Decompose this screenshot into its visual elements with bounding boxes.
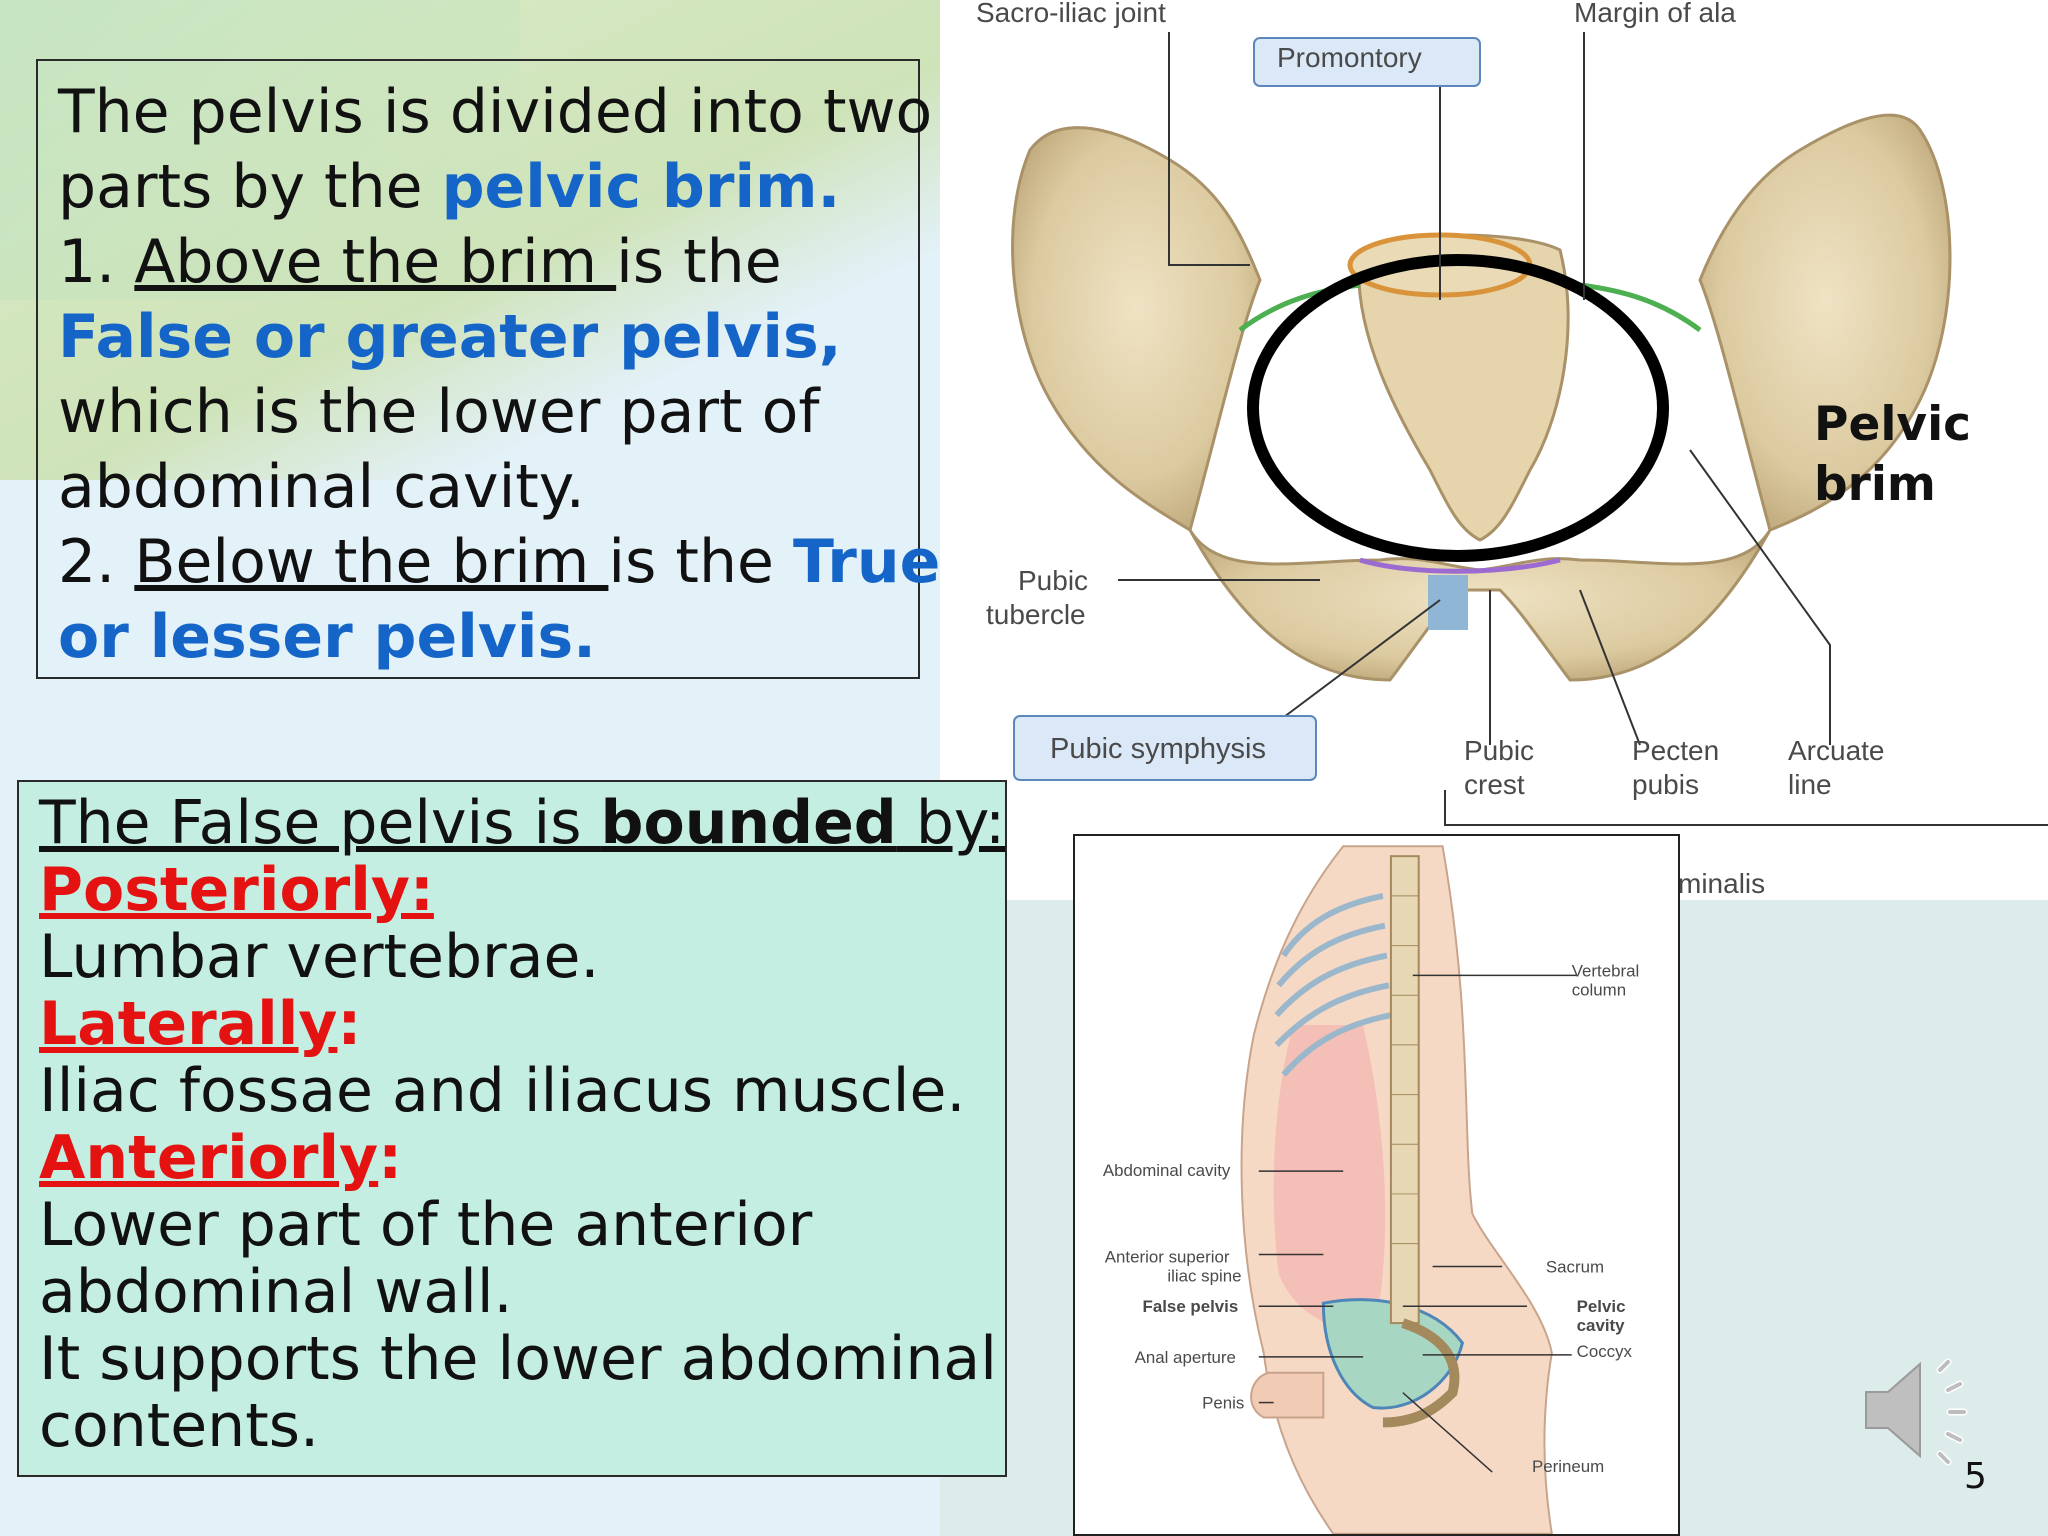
label-abdominal-cavity: Abdominal cavity	[1103, 1161, 1231, 1180]
label-vertebral-column: column	[1572, 980, 1626, 999]
text: by:	[896, 788, 1006, 858]
label-arcuate-line: Arcuate	[1788, 735, 1885, 766]
text: The False pelvis is	[39, 788, 601, 858]
text-line: 2. Below the brim is the True	[58, 525, 940, 600]
sacrum	[1382, 1318, 1460, 1428]
text-line: It supports the lower abdominal	[39, 1324, 997, 1394]
label-arcuate-line: line	[1788, 769, 1832, 800]
heading-anteriorly: Anteriorly	[39, 1123, 379, 1193]
label-pubic-crest: crest	[1464, 769, 1525, 800]
pelvic-brim-highlight-ellipse	[1247, 254, 1669, 562]
colon: :	[378, 1123, 403, 1193]
label-asis: iliac spine	[1167, 1266, 1241, 1285]
text-line: abdominal wall.	[39, 1257, 513, 1327]
highlight-pelvic-brim: pelvic brim.	[441, 152, 841, 222]
text-line: Iliac fossae and iliacus muscle.	[39, 1056, 966, 1126]
underlined-above-brim: Above the brim	[134, 227, 617, 297]
brim-line-purple	[1359, 557, 1561, 574]
text: 2.	[58, 527, 135, 597]
label-vertebral-column: Vertebral	[1572, 961, 1640, 980]
leader-lines	[1118, 32, 2048, 826]
label-pubic-tubercle: tubercle	[986, 599, 1086, 630]
text-line: The False pelvis is bounded by:	[39, 788, 1005, 858]
label-sacrum: Sacrum	[1546, 1257, 1604, 1276]
false-pelvis-bounds-textbox: The False pelvis is bounded by: Posterio…	[17, 780, 1007, 1477]
sagittal-trunk-illustration: Vertebral column Abdominal cavity Anteri…	[1073, 834, 1680, 1536]
pelvis-division-textbox: The pelvis is divided into two parts by …	[36, 59, 940, 679]
pelvis-illustration: Sacro-iliac joint Promontory Margin of a…	[976, 0, 2048, 899]
text-line: which is the lower part of	[58, 377, 820, 447]
speaker-icon[interactable]	[1862, 1350, 1982, 1470]
label-pelvic-cavity: Pelvic	[1577, 1297, 1626, 1316]
brim-line-green-right	[1579, 282, 1702, 333]
pubic-symphysis	[1428, 575, 1468, 630]
penis	[1250, 1371, 1325, 1419]
heading-posteriorly: Posteriorly:	[39, 855, 434, 925]
text-line: Pelvic	[1814, 397, 1972, 452]
text-line: parts by the pelvic brim.	[58, 150, 898, 225]
text: is the	[616, 227, 782, 297]
text-line: abdominal cavity.	[58, 452, 585, 522]
text: is the	[608, 527, 793, 597]
pubic-symphysis-label-box	[1013, 715, 1317, 781]
label-perineum: Perineum	[1532, 1457, 1604, 1476]
label-pubic-tubercle: Pubic	[1018, 565, 1088, 596]
pelvic-brim-label: Pelvic brim	[1814, 395, 1971, 515]
label-pelvic-cavity: cavity	[1577, 1316, 1625, 1335]
label-promontory: Promontory	[1277, 42, 1422, 73]
underlined-below-brim: Below the brim	[134, 527, 609, 597]
label-anal-aperture: Anal aperture	[1135, 1348, 1236, 1367]
label-pubic-symphysis: Pubic symphysis	[1050, 733, 1266, 765]
highlight-true: True	[792, 527, 941, 597]
text-line: Laterally:	[39, 991, 985, 1058]
text-line: Lower part of the anterior	[39, 1190, 813, 1260]
heading-laterally: Laterally	[39, 989, 338, 1059]
label-linea-terminalis: minalis	[1678, 868, 1765, 899]
label-pecten-pubis: Pecten	[1632, 735, 1719, 766]
text-line: The pelvis is divided into two	[58, 77, 933, 147]
pubic-rami	[1188, 529, 1772, 682]
vertebral-column	[1389, 855, 1420, 1325]
colon: :	[337, 989, 362, 1059]
text: parts by the	[58, 152, 442, 222]
label-asis: Anterior superior	[1105, 1247, 1230, 1266]
abdominal-cavity	[1273, 1025, 1386, 1334]
page-number: 5	[1964, 1456, 1987, 1497]
ribs	[1274, 892, 1392, 1077]
text: 1.	[58, 227, 135, 297]
label-penis: Penis	[1202, 1394, 1244, 1413]
left-iliac-wing	[1011, 126, 1262, 533]
label-coccyx: Coccyx	[1577, 1342, 1633, 1361]
label-pecten-pubis: pubis	[1632, 769, 1699, 800]
label-sacroiliac-joint: Sacro-iliac joint	[976, 0, 1166, 28]
label-pubic-crest: Pubic	[1464, 735, 1534, 766]
highlight-lesser-pelvis: or lesser pelvis.	[58, 602, 596, 672]
text-line: brim	[1814, 457, 1936, 512]
label-false-pelvis: False pelvis	[1143, 1297, 1239, 1316]
sacrum	[1357, 233, 1570, 542]
bold-bounded: bounded	[600, 788, 897, 858]
text-line: 1. Above the brim is the	[58, 225, 898, 300]
text-line: Anteriorly:	[39, 1125, 985, 1192]
text-line: contents.	[39, 1391, 320, 1461]
leader-lines	[1258, 974, 1577, 1473]
label-margin-of-ala: Margin of ala	[1574, 0, 1736, 28]
promontory-label-box	[1253, 37, 1481, 87]
background-corner	[0, 0, 520, 300]
text-line: Lumbar vertebrae.	[39, 922, 600, 992]
highlight-false-pelvis: False or greater pelvis,	[58, 302, 842, 372]
right-iliac-wing	[1698, 113, 1952, 533]
